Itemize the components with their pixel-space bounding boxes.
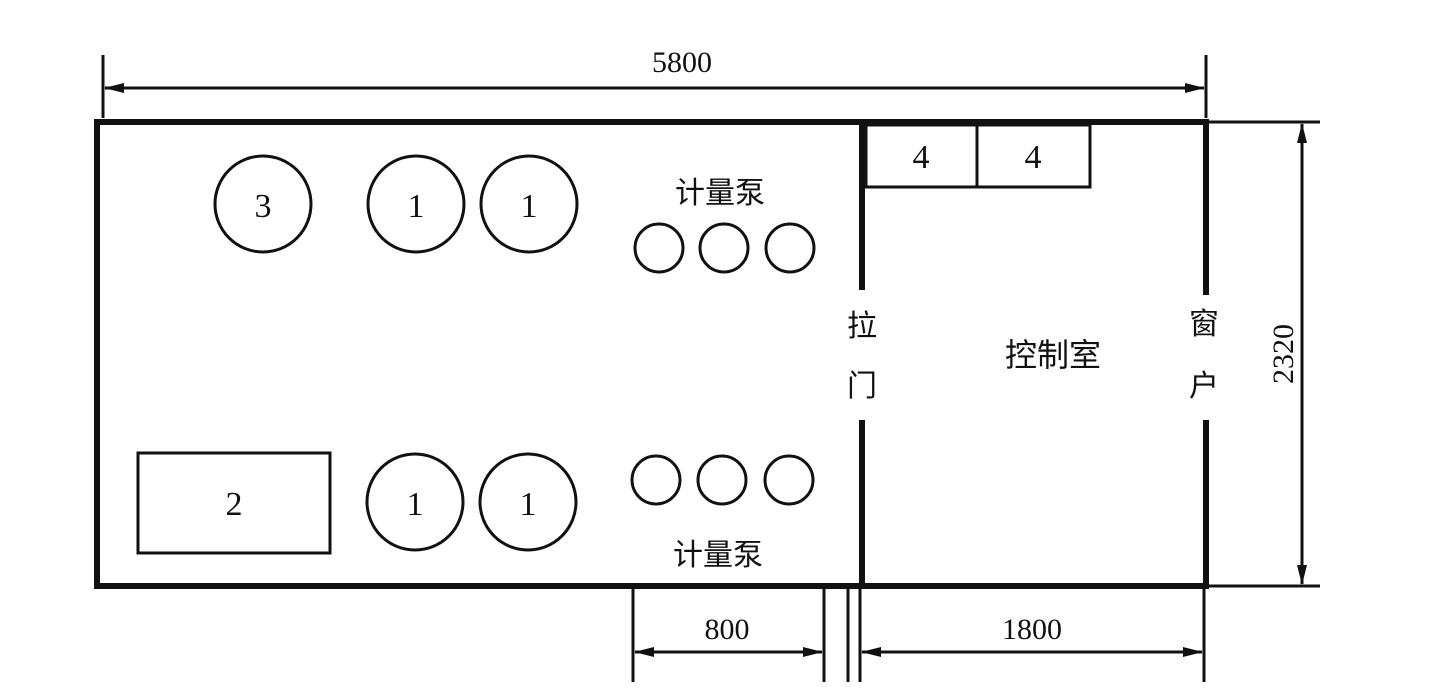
dim-control-room: 1800	[1002, 613, 1062, 646]
equipment-2	[136, 451, 332, 555]
tank-1-top-right	[479, 154, 579, 254]
tank-1-bottom-right-label: 1	[520, 486, 537, 523]
metering-pump-top-1	[633, 222, 685, 274]
window-label-2: 户	[1189, 369, 1219, 404]
dim-total-width: 5800	[652, 46, 712, 79]
dim-pump-gap: 800	[705, 613, 750, 646]
metering-pump-bottom-1	[630, 454, 682, 506]
cabinet-4b	[975, 123, 1092, 189]
metering-pump-bottom-label: 计量泵	[673, 538, 763, 573]
window-label-1: 窗	[1189, 307, 1219, 342]
tank-1-top-left-label: 1	[408, 188, 425, 225]
metering-pump-top-label: 计量泵	[675, 176, 765, 211]
cabinet-4b-label: 4	[1025, 139, 1042, 176]
tank-1-bottom-left-label: 1	[407, 486, 424, 523]
metering-pump-bottom-2	[696, 454, 748, 506]
sliding-door-label-2: 门	[847, 369, 877, 404]
metering-pump-top-3	[764, 222, 816, 274]
equipment-2-label: 2	[226, 486, 243, 523]
metering-pump-top-2	[698, 222, 750, 274]
tank-3-label: 3	[255, 188, 272, 225]
sliding-door-label-1: 拉	[847, 309, 877, 344]
cabinet-4a-label: 4	[913, 139, 930, 176]
tank-1-top-left	[366, 154, 466, 254]
tank-1-top-right-label: 1	[521, 188, 538, 225]
tank-1-bottom-left	[365, 452, 465, 552]
dim-height: 2320	[1267, 324, 1300, 384]
metering-pump-bottom-3	[763, 454, 815, 506]
control-room-label: 控制室	[1005, 336, 1101, 374]
tank-1-bottom-right	[478, 452, 578, 552]
tank-3	[213, 154, 313, 254]
